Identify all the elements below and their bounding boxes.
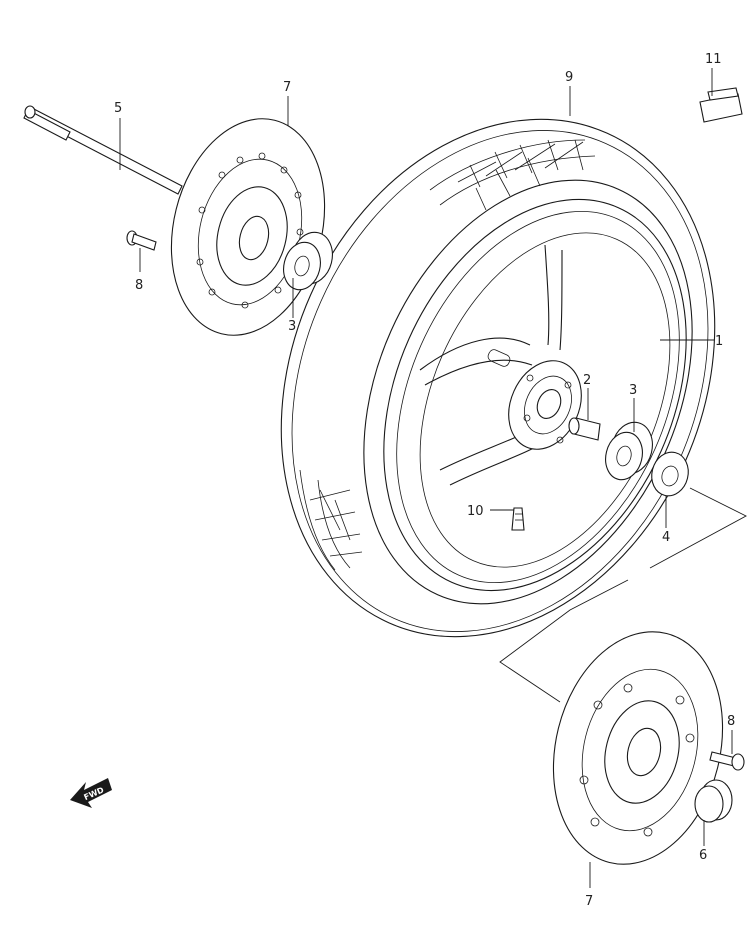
callout-6: 6: [699, 848, 707, 863]
leader-lines: [119, 68, 733, 888]
fwd-label: FWD: [82, 785, 105, 802]
brake-disc-left: [170, 118, 326, 336]
callout-7: 7: [283, 80, 291, 95]
tread-pattern-top: [429, 139, 596, 211]
callout-3: 3: [288, 319, 296, 334]
callout-11: 11: [705, 52, 722, 67]
bolt-left: [126, 230, 157, 251]
callout-3: 3: [629, 383, 637, 398]
spacer: [568, 417, 601, 441]
wheel-rim: [383, 198, 687, 592]
valve: [511, 507, 525, 531]
collar-right: [694, 779, 733, 823]
balancer-weight: [699, 87, 743, 123]
callout-1: 1: [715, 334, 723, 349]
brake-disc-right: [552, 631, 724, 865]
fwd-arrow-icon: FWD: [70, 778, 112, 808]
collar: [651, 451, 689, 497]
callout-5: 5: [114, 101, 122, 116]
alignment-lines: [499, 487, 747, 703]
tread-pattern-bottom: [299, 469, 363, 571]
tire: [280, 118, 716, 638]
callout-2: 2: [583, 373, 591, 388]
bolt-right: [709, 751, 745, 771]
callout-9: 9: [565, 70, 573, 85]
callout-8: 8: [135, 278, 143, 293]
bearing-right: [605, 421, 653, 481]
callout-8: 8: [727, 714, 735, 729]
bearing-left: [283, 231, 333, 291]
callout-7: 7: [585, 894, 593, 909]
callout-10: 10: [467, 504, 484, 519]
axle: [23, 105, 183, 195]
callout-4: 4: [662, 530, 670, 545]
